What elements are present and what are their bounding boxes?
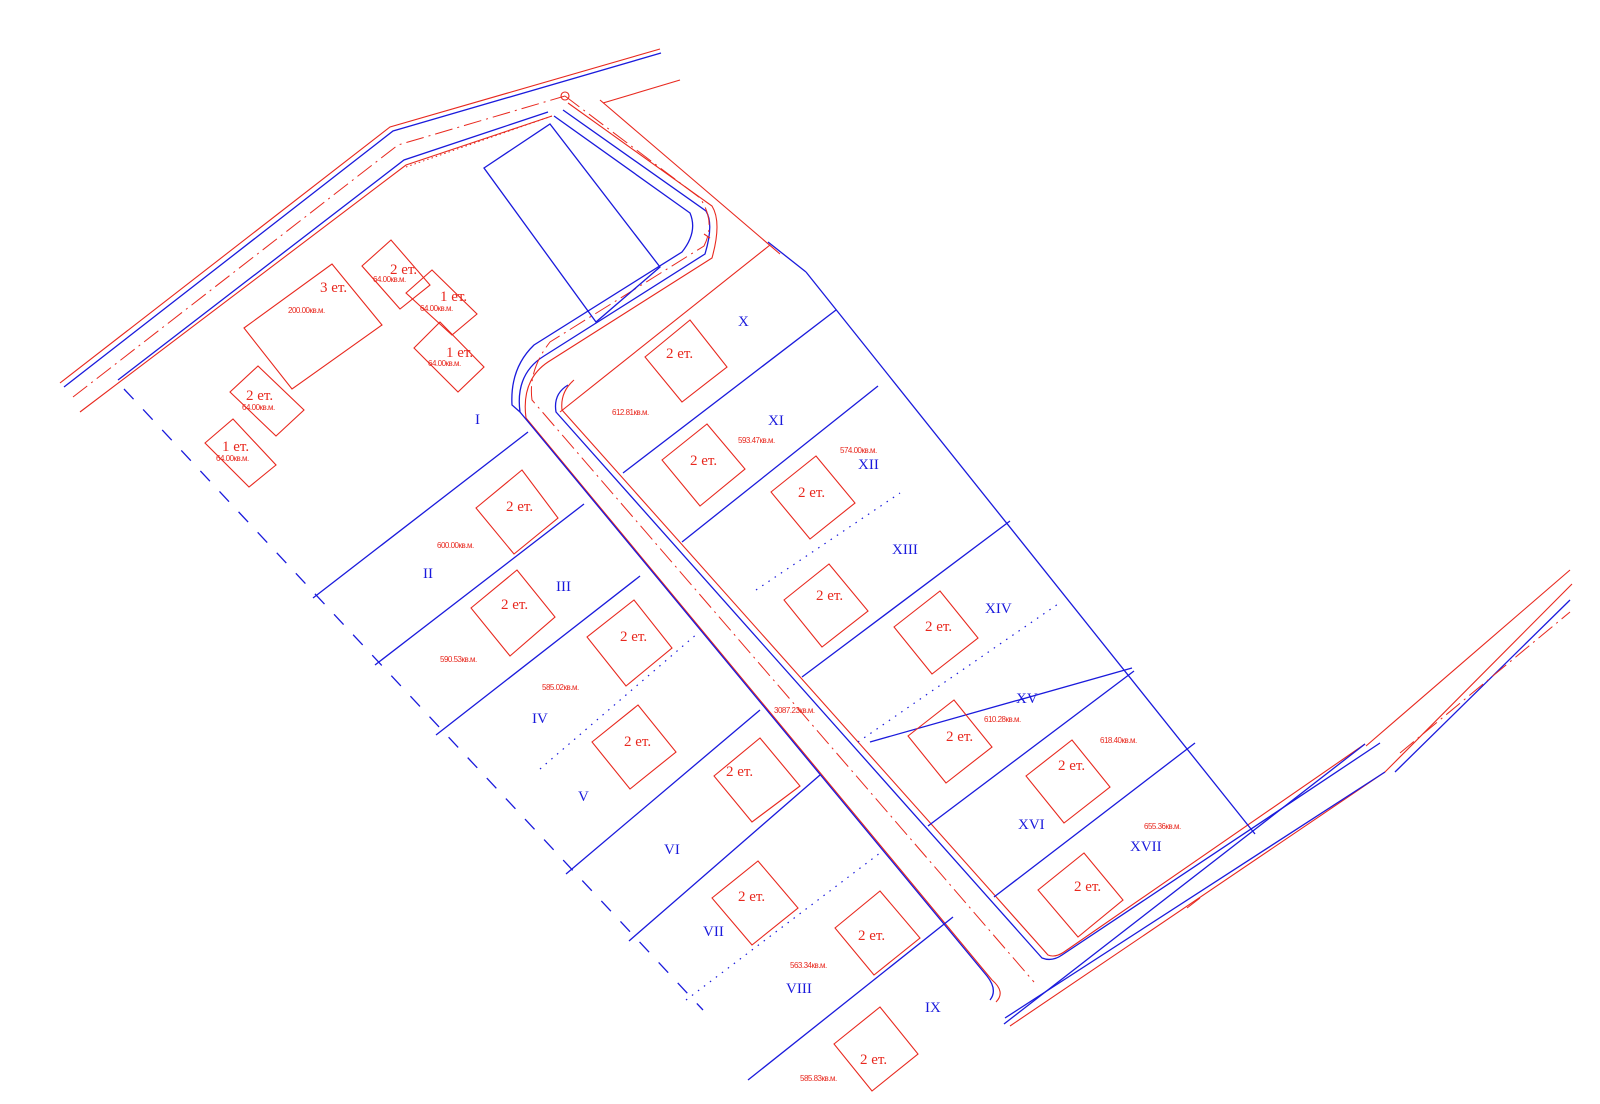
bld-label-xiii: 2 ет. [816, 588, 843, 604]
lot-label-xvi: XVI [1018, 817, 1045, 833]
west-lot-boundaries [123, 388, 954, 1081]
lot-label-i: I [475, 412, 480, 428]
bld-label-x: 2 ет. [666, 346, 693, 362]
lot-labels: I II III IV V VI VII VIII IX X XI XII XI… [423, 314, 1162, 1016]
lot-label-vii: VII [703, 924, 724, 940]
lot-label-xiii: XIII [892, 542, 918, 558]
buildings [204, 239, 1124, 1092]
lot-label-xvii: XVII [1130, 839, 1162, 855]
area-label-ii: 600.00кв.м. [437, 541, 474, 550]
area-label-3f: 200.00кв.м. [288, 306, 325, 315]
north-road [59, 48, 681, 413]
bld-label-xv: 2 ет. [946, 729, 973, 745]
building-labels: 3 ет. 2 ет. 1 ет. 1 ет. 2 ет. 1 ет. 2 ет… [222, 262, 1101, 1068]
lot-label-ix: IX [925, 1000, 941, 1016]
area-labels: 200.00кв.м. 64.00кв.м. 64.00кв.м. 64.00к… [216, 275, 1181, 1083]
bld-label-2a: 2 ет. [390, 262, 417, 278]
area-label-2a: 64.00кв.м. [373, 275, 406, 284]
lot-label-xi: XI [768, 413, 784, 429]
bld-label-ix: 2 ет. [860, 1052, 887, 1068]
area-label-1a: 64.00кв.м. [420, 304, 453, 313]
bld-label-1b: 1 ет. [446, 345, 473, 361]
area-label-xvii: 655.36кв.м. [1144, 822, 1181, 831]
parking-area [483, 123, 661, 323]
bld-label-xi: 2 ет. [690, 453, 717, 469]
bld-label-v: 2 ет. [624, 734, 651, 750]
area-label-ix: 585.83кв.м. [800, 1074, 837, 1083]
area-label-xv: 610.28кв.м. [984, 715, 1021, 724]
lot-label-iii: III [556, 579, 571, 595]
central-road [511, 91, 1573, 1027]
bld-label-2b: 2 ет. [246, 388, 273, 404]
bld-label-iii: 2 ет. [501, 597, 528, 613]
lot-label-viii: VIII [786, 981, 812, 997]
bld-label-iv: 2 ет. [620, 629, 647, 645]
lot-label-xv: XV [1016, 691, 1038, 707]
area-label-x: 612.81кв.м. [612, 408, 649, 417]
lot-label-x: X [738, 314, 749, 330]
area-label-xii: 574.00кв.м. [840, 446, 877, 455]
east-lot-boundaries [559, 99, 1256, 898]
area-label-1c: 64.00кв.м. [216, 454, 249, 463]
bld-label-3: 3 ет. [320, 280, 347, 296]
bld-label-xvii: 2 ет. [1074, 879, 1101, 895]
area-label-xvi: 618.40кв.м. [1100, 736, 1137, 745]
lot-label-v: V [578, 789, 589, 805]
area-label-iii: 590.53кв.м. [440, 655, 477, 664]
area-label-viii: 563.34кв.м. [790, 961, 827, 970]
area-label-road: 3087.23кв.м. [774, 706, 815, 715]
lot-label-iv: IV [532, 711, 548, 727]
bld-label-1a: 1 ет. [440, 289, 467, 305]
bld-label-xii: 2 ет. [798, 485, 825, 501]
bld-label-xvi: 2 ет. [1058, 758, 1085, 774]
lot-label-xii: XII [858, 457, 879, 473]
lot-label-xiv: XIV [985, 601, 1012, 617]
bld-label-xiv: 2 ет. [925, 619, 952, 635]
lot-label-vi: VI [664, 842, 680, 858]
area-label-iv: 585.02кв.м. [542, 683, 579, 692]
area-label-2b: 64.00кв.м. [242, 403, 275, 412]
area-label-xi: 593.47кв.м. [738, 436, 775, 445]
bld-label-ii: 2 ет. [506, 499, 533, 515]
bld-label-vi: 2 ет. [726, 764, 753, 780]
bld-label-1c: 1 ет. [222, 439, 249, 455]
bld-label-vii: 2 ет. [738, 889, 765, 905]
bld-label-viii: 2 ет. [858, 928, 885, 944]
lot-label-ii: II [423, 566, 433, 582]
area-label-1b: 64.00кв.м. [428, 359, 461, 368]
